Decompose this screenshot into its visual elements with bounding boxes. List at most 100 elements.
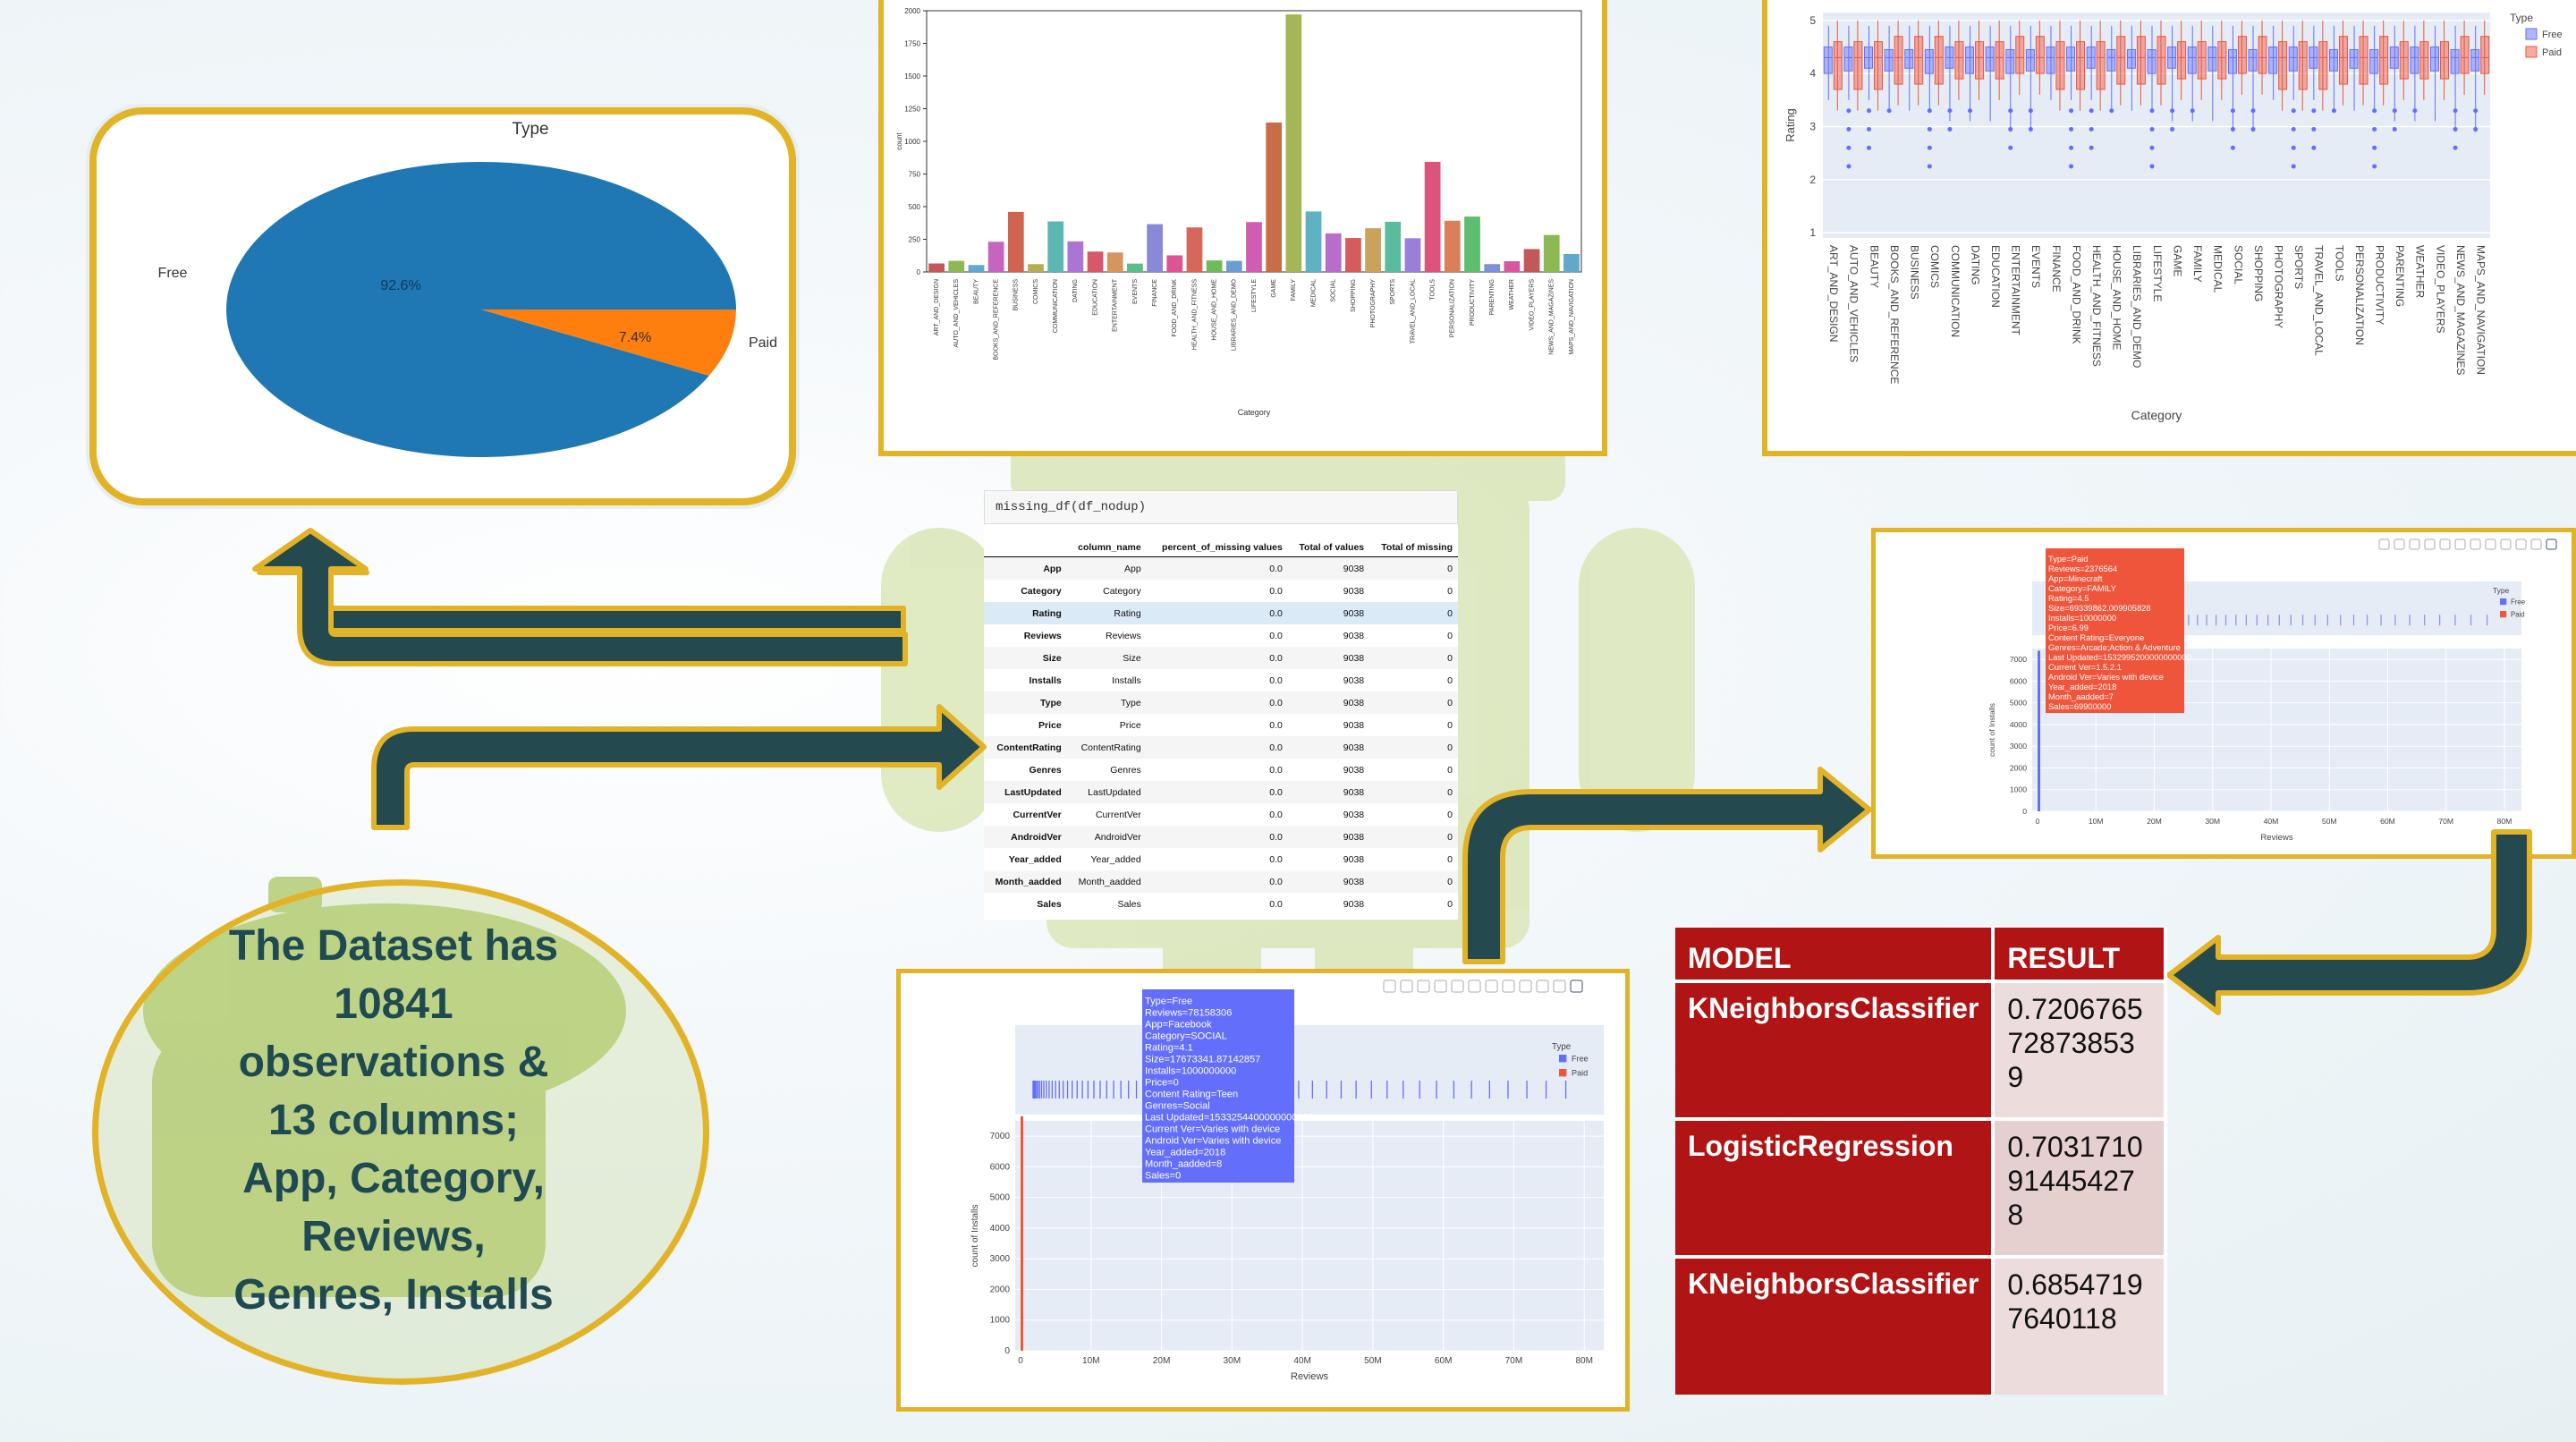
outlier-point: [1867, 126, 1872, 131]
box-paid: [2217, 41, 2227, 80]
zoom-out-icon[interactable]: [2470, 539, 2481, 550]
select-icon[interactable]: [1434, 980, 1447, 993]
x-tick-label: HOUSE_AND_HOME: [2111, 245, 2123, 350]
tooltip-line: Current Ver=Varies with device: [1145, 1124, 1280, 1134]
box-free: [2248, 49, 2258, 72]
outlier-point: [2453, 126, 2458, 131]
missing-cell: 0.0: [1269, 585, 1283, 597]
outlier-point: [2291, 126, 2296, 131]
lasso-icon[interactable]: [2439, 539, 2451, 550]
legend-title: Type: [2510, 12, 2533, 24]
box-paid: [2460, 36, 2470, 74]
tooltip-line: Genres=Arcade;Action & Adventure: [2048, 643, 2181, 652]
hist-bar: [2038, 650, 2040, 811]
x-tick-label: FAMILY: [2191, 245, 2204, 283]
tooltip-line: Content Rating=Everyone: [2048, 633, 2144, 642]
plotly-logo-icon[interactable]: [1570, 980, 1583, 993]
tooltip-line: Current Ver=1.5.2.1: [2048, 663, 2122, 672]
missing-cell: 0: [1447, 764, 1453, 776]
bar-education: [1087, 251, 1104, 272]
x-tick-label: BUSINESS: [1909, 245, 1921, 300]
reset-icon[interactable]: [2500, 539, 2512, 550]
autoscale-icon[interactable]: [1502, 980, 1515, 993]
tooltip-line: Installs=10000000: [2048, 614, 2116, 623]
hover-tooltip: [2046, 548, 2184, 713]
x-tick-label: 50M: [2322, 817, 2337, 826]
y-tick-label: 3000: [2010, 742, 2027, 751]
bar-events: [1127, 263, 1143, 272]
bar-business: [1007, 211, 1024, 272]
x-tick-label: AUTO_AND_VEHICLES: [1848, 245, 1860, 362]
spike-icon[interactable]: [1536, 980, 1549, 993]
x-tick-label: 10M: [1082, 1356, 1100, 1366]
missing-cell: Year_added: [1090, 853, 1141, 865]
x-tick-label: SHOPPING: [2252, 245, 2265, 301]
missing-cell: Sales: [1037, 898, 1062, 910]
bar-libraries_and_demo: [1225, 260, 1242, 272]
x-tick-label: NEWS_AND_MAGAZINES: [2454, 245, 2467, 375]
reset-icon[interactable]: [1519, 980, 1532, 993]
outlier-point: [1846, 145, 1852, 150]
tooltip-line: Rating=4.1: [1145, 1042, 1193, 1053]
hover-icon[interactable]: [2530, 539, 2542, 550]
arrow-free-to-paid-icon: [1462, 767, 1872, 964]
missing-cell: 0.0: [1269, 563, 1283, 574]
x-tick-label: EDUCATION: [1989, 245, 2002, 308]
zoom-icon[interactable]: [1400, 980, 1413, 993]
bar-health_and_fitness: [1186, 227, 1203, 272]
missing-cell: Month_aadded: [995, 876, 1062, 887]
x-tick-label: FOOD_AND_DRINK: [2070, 245, 2082, 344]
select-icon[interactable]: [2424, 539, 2436, 550]
x-axis-label: Reviews: [1291, 1371, 1329, 1382]
box-paid: [2359, 36, 2368, 85]
spike-icon[interactable]: [2515, 539, 2527, 550]
box-paid: [2278, 41, 2288, 90]
box-paid: [1874, 41, 1884, 90]
legend-title: Type: [1552, 1042, 1572, 1052]
autoscale-icon[interactable]: [2485, 539, 2496, 550]
bar-news_and_magazines: [1543, 234, 1560, 272]
missing-cell: Price: [1038, 719, 1062, 731]
legend-label-free: Free: [2542, 30, 2563, 40]
outlier-point: [1968, 108, 1973, 114]
zoom-out-icon[interactable]: [1485, 980, 1498, 993]
camera-icon[interactable]: [1383, 980, 1396, 993]
camera-icon[interactable]: [2378, 539, 2390, 550]
missing-cell: 9038: [1343, 898, 1365, 910]
outlier-point: [2149, 108, 2155, 114]
hover-icon[interactable]: [1553, 980, 1566, 993]
outlier-point: [2473, 108, 2479, 114]
plotly-logo-icon[interactable]: [2546, 539, 2557, 550]
hover-tooltip: [1142, 989, 1294, 1183]
y-tick-label: 0: [917, 268, 921, 276]
x-tick-label: ENTERTAINMENT: [2010, 245, 2022, 336]
zoom-in-icon[interactable]: [2454, 539, 2466, 550]
y-tick-label: 7000: [990, 1132, 1011, 1141]
outlier-point: [2392, 108, 2397, 114]
zoom-in-icon[interactable]: [1468, 980, 1481, 993]
x-tick-label: ENTERTAINMENT: [1113, 278, 1119, 332]
x-tick-label: GAME: [1271, 279, 1277, 298]
missing-cell: LastUpdated: [1088, 786, 1141, 798]
missing-cell: CurrentVer: [1095, 809, 1141, 820]
outlier-point: [2372, 126, 2377, 131]
missing-cell: 0: [1447, 742, 1453, 753]
tooltip-line: App=Minecraft: [2048, 574, 2103, 583]
pan-icon[interactable]: [2409, 539, 2420, 550]
y-axis-label: count: [895, 131, 903, 149]
zoom-icon[interactable]: [2394, 539, 2405, 550]
x-tick-label: LIBRARIES_AND_DEMO: [2131, 245, 2143, 368]
tooltip-line: Content Rating=Teen: [1145, 1089, 1238, 1099]
box-paid: [2258, 36, 2267, 74]
box-paid: [2096, 41, 2106, 90]
x-tick-label: MAPS_AND_NAVIGATION: [1569, 279, 1575, 355]
x-tick-label: PRODUCTIVITY: [1470, 279, 1476, 326]
outlier-point: [1846, 164, 1852, 169]
table-row: KNeighborsClassifier 0.68547197640118: [1675, 1255, 2167, 1395]
lasso-icon[interactable]: [1451, 980, 1464, 993]
outlier-point: [2291, 164, 2296, 169]
pan-icon[interactable]: [1417, 980, 1430, 993]
